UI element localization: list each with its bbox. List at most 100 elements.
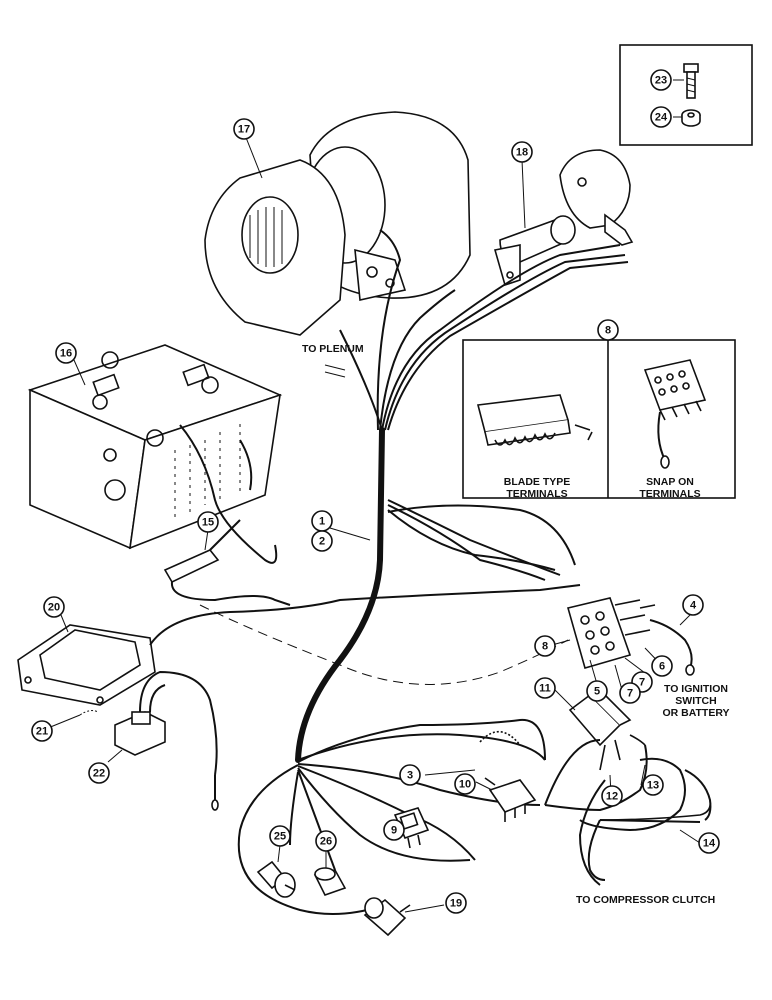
- callout-number: 8: [542, 641, 548, 653]
- callout-number: 18: [516, 147, 528, 159]
- callout-number: 8: [605, 325, 611, 337]
- callout-circle: [642, 774, 664, 796]
- callout-circle: [88, 762, 110, 784]
- switch-10-shape: [484, 777, 537, 822]
- part-25-shape: [256, 860, 296, 898]
- label-to-plenum: TO PLENUM: [302, 343, 364, 355]
- callout-14: 14: [698, 832, 720, 854]
- label-ignition-line2: SWITCH: [675, 695, 716, 707]
- callout-number: 7: [627, 688, 633, 700]
- hardware-inset: [619, 44, 753, 146]
- label-blade-type-line2: TERMINALS: [506, 488, 567, 500]
- blower-motor-shape: [204, 111, 471, 336]
- terminal-types-inset: [462, 339, 736, 499]
- callout-number: 3: [407, 770, 413, 782]
- callout-circle: [43, 596, 65, 618]
- heater-valve-shape: [493, 149, 634, 287]
- blade-terminal-block-shape: [476, 394, 593, 446]
- control-unit-shape: [27, 344, 283, 564]
- label-ignition-line1: TO IGNITION: [664, 683, 728, 695]
- callout-circle: [586, 680, 608, 702]
- part-26-shape: [313, 867, 347, 896]
- bolt-part-23-shape: [683, 63, 699, 99]
- callout-circle: [399, 764, 421, 786]
- callout-5: 5: [586, 680, 608, 702]
- callout-circle: [651, 655, 673, 677]
- label-snap-on-line1: SNAP ON: [646, 476, 694, 488]
- callout-number: 24: [655, 112, 668, 124]
- callout-number: 6: [659, 661, 665, 673]
- part-14-shape: [599, 799, 712, 821]
- callout-circle: [269, 825, 291, 847]
- callout-circle: [454, 773, 476, 795]
- callout-number: 1: [319, 516, 325, 528]
- callout-number: 16: [60, 348, 72, 360]
- lower-harness-shape: [211, 718, 712, 915]
- callout-number: 9: [391, 825, 397, 837]
- callout-4: 4: [682, 594, 704, 616]
- callout-22: 22: [88, 762, 110, 784]
- part-19-shape: [363, 897, 411, 937]
- callout-15: 15: [197, 511, 219, 533]
- callout-25: 25: [269, 825, 291, 847]
- switch-22-shape: [114, 670, 218, 776]
- callout-2: 2: [311, 530, 333, 552]
- callout-17: 17: [233, 118, 255, 140]
- callout-circle: [682, 594, 704, 616]
- callout-number: 26: [320, 836, 332, 848]
- callout-circle: [31, 720, 53, 742]
- callout-19: 19: [445, 892, 467, 914]
- callout-13: 13: [642, 774, 664, 796]
- callout-8: 8: [597, 319, 619, 341]
- terminal-block-lower-shape: [199, 597, 695, 685]
- callout-20: 20: [43, 596, 65, 618]
- callout-circle: [233, 118, 255, 140]
- callout-16: 16: [55, 342, 77, 364]
- dome-lamp-shape: [17, 584, 581, 706]
- callout-circle: [511, 141, 533, 163]
- callout-circle: [534, 635, 556, 657]
- callout-12: 12: [601, 785, 623, 807]
- callout-number: 14: [703, 838, 716, 850]
- callout-number: 12: [606, 791, 618, 803]
- callout-number: 22: [93, 768, 105, 780]
- snapon-terminal-block-shape: [643, 359, 707, 469]
- callout-26: 26: [315, 830, 337, 852]
- callout-number: 4: [690, 600, 697, 612]
- callout-1: 1: [311, 510, 333, 532]
- label-snap-on-line2: TERMINALS: [639, 488, 700, 500]
- callout-circle: [698, 832, 720, 854]
- callout-number: 19: [450, 898, 462, 910]
- callout-circle: [445, 892, 467, 914]
- callout-11: 11: [534, 677, 556, 699]
- label-ignition-line3: OR BATTERY: [662, 707, 729, 719]
- callout-circle: [601, 785, 623, 807]
- callout-circle: [650, 106, 672, 128]
- callout-number: 11: [539, 683, 551, 695]
- callout-9: 9: [383, 819, 405, 841]
- callout-18: 18: [511, 141, 533, 163]
- callout-circle: [597, 319, 619, 341]
- callout-circle: [55, 342, 77, 364]
- callout-number: 23: [655, 75, 667, 87]
- text-labels: TO PLENUM BLADE TYPE TERMINALS SNAP ON T…: [302, 343, 730, 906]
- callout-3: 3: [399, 764, 421, 786]
- callout-number: 2: [319, 536, 325, 548]
- connector-15-shape: [163, 519, 291, 606]
- callout-number: 15: [202, 517, 214, 529]
- part-21-shape: [79, 710, 99, 716]
- callout-6: 6: [651, 655, 673, 677]
- callout-circle: [383, 819, 405, 841]
- callout-circle: [650, 69, 672, 91]
- callout-circle: [534, 677, 556, 699]
- main-harness-shape: [295, 229, 629, 763]
- callout-number: 21: [36, 726, 48, 738]
- callout-7: 7: [619, 682, 641, 704]
- callout-number: 25: [274, 831, 286, 843]
- callout-circle: [315, 830, 337, 852]
- label-compressor-clutch: TO COMPRESSOR CLUTCH: [576, 894, 715, 906]
- callout-circle: [311, 530, 333, 552]
- callout-circle: [619, 682, 641, 704]
